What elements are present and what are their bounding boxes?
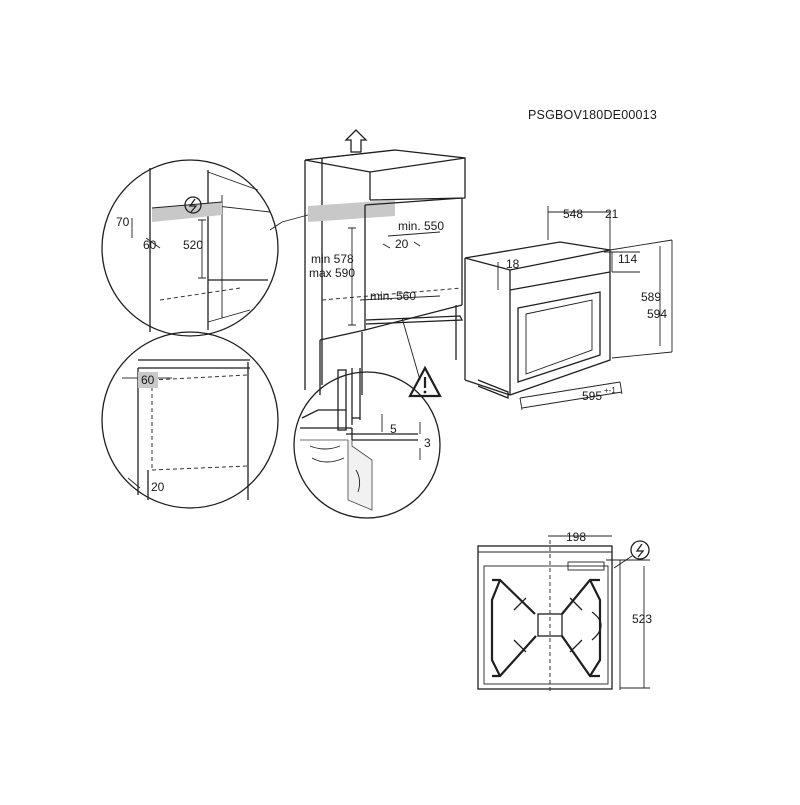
detail-5-label: 5 — [390, 422, 397, 436]
cable-198-label: 198 — [566, 530, 586, 544]
detail-gap-circle — [293, 317, 442, 519]
detail-70-label: 70 — [116, 215, 130, 229]
oven-depth-label: 548 — [563, 207, 583, 221]
document-code: PSGBOV180DE00013 — [528, 108, 657, 122]
arrow-up-icon — [344, 129, 368, 153]
width-label: 595 — [582, 389, 602, 403]
detail-3-label: 3 — [424, 436, 431, 450]
front-height-label: 114 — [618, 252, 637, 266]
niche-depth-label: min. 550 — [398, 219, 444, 233]
oven-view — [464, 206, 673, 411]
electric-connection-icon — [613, 540, 650, 569]
width-tolerance-label: +-1 — [604, 386, 616, 395]
niche-height-max-label: max 590 — [309, 266, 355, 280]
detail-vent-circle — [101, 159, 279, 337]
detail-20-label: 20 — [151, 480, 165, 494]
warning-icon — [408, 365, 442, 398]
electric-connection-icon — [184, 196, 202, 214]
detail-520-label: 520 — [183, 238, 203, 252]
body-height-label: 589 — [641, 290, 661, 304]
top-offset-label: 18 — [506, 257, 520, 271]
front-depth-label: 21 — [605, 207, 619, 221]
detail-60-top-label: 60 — [143, 238, 157, 252]
detail-side-circle — [101, 331, 279, 509]
total-height-label: 594 — [647, 307, 667, 321]
cable-523-label: 523 — [632, 612, 652, 626]
niche-width-label: min. 560 — [370, 289, 416, 303]
niche-height-min-label: min 578 — [311, 252, 354, 266]
vent-gap-label: 20 — [395, 237, 409, 251]
detail-60-left-label: 60 — [141, 373, 155, 387]
rear-view — [477, 535, 650, 692]
cabinet-niche — [304, 129, 466, 395]
